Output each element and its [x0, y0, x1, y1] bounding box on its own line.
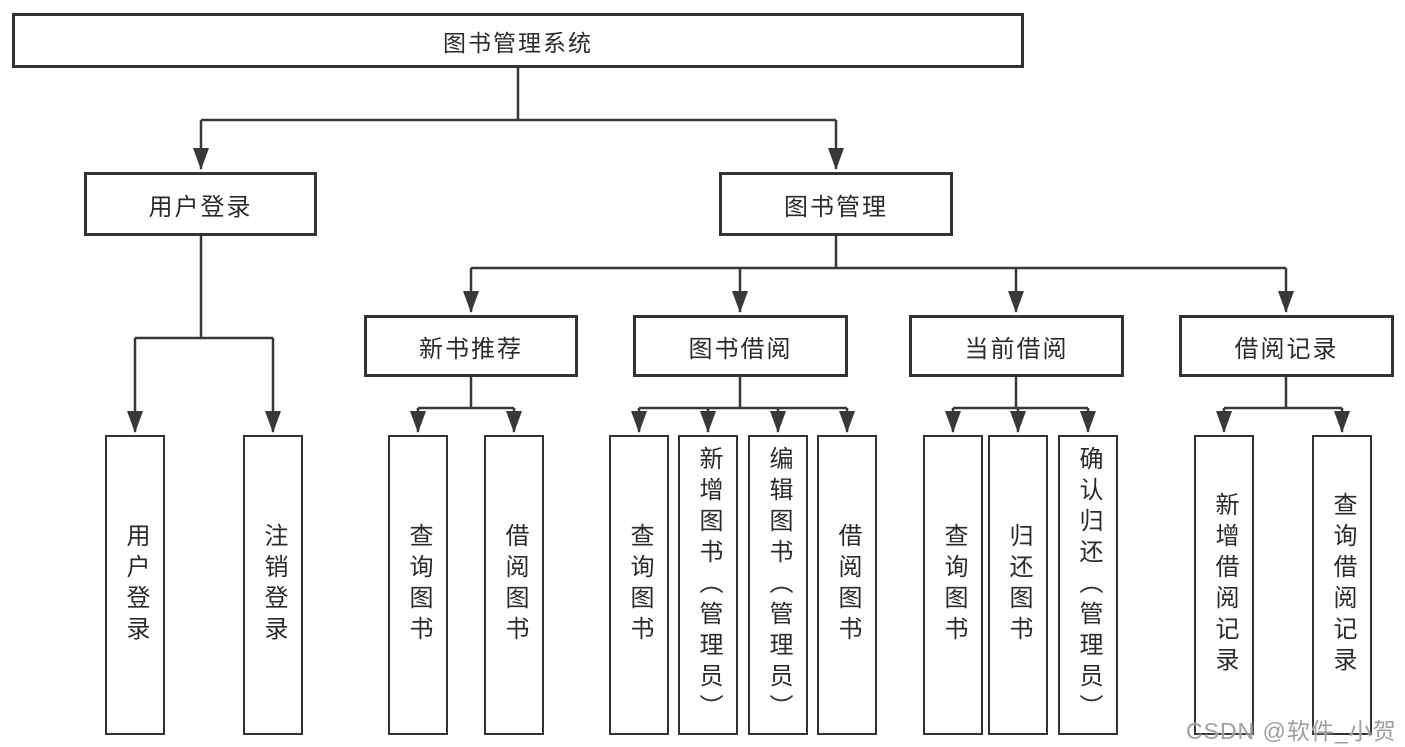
leaf-borrowing-borrow-books: 借阅图书	[817, 435, 877, 735]
leaf-logout-login: 注销登录	[243, 435, 303, 735]
leaf-query-borrow-record: 查询借阅记录	[1312, 435, 1372, 735]
leaf-add-borrow-record: 新增借阅记录	[1194, 435, 1254, 735]
leaf-recommend-borrow-books: 借阅图书	[484, 435, 544, 735]
leaf-confirm-return-admin: 确认归还（管理员）	[1058, 435, 1118, 735]
node-new-book-recommendation: 新书推荐	[364, 315, 578, 377]
node-book-management: 图书管理	[719, 172, 953, 236]
leaf-edit-books-admin: 编辑图书（管理员）	[748, 435, 808, 735]
leaf-return-books: 归还图书	[988, 435, 1048, 735]
csdn-watermark: CSDN @软件_小贺同学	[1186, 718, 1397, 744]
leaf-add-books-admin: 新增图书（管理员）	[678, 435, 738, 735]
node-book-borrowing: 图书借阅	[633, 315, 848, 377]
node-borrowing-records: 借阅记录	[1179, 315, 1394, 377]
node-user-login: 用户登录	[84, 172, 317, 236]
leaf-user-login: 用户登录	[105, 435, 165, 735]
leaf-borrowing-query-books: 查询图书	[609, 435, 669, 735]
leaf-recommend-query-books: 查询图书	[388, 435, 448, 735]
node-current-borrowing: 当前借阅	[909, 315, 1124, 377]
node-library-management-system: 图书管理系统	[12, 13, 1024, 68]
leaf-current-query-books: 查询图书	[923, 435, 983, 735]
